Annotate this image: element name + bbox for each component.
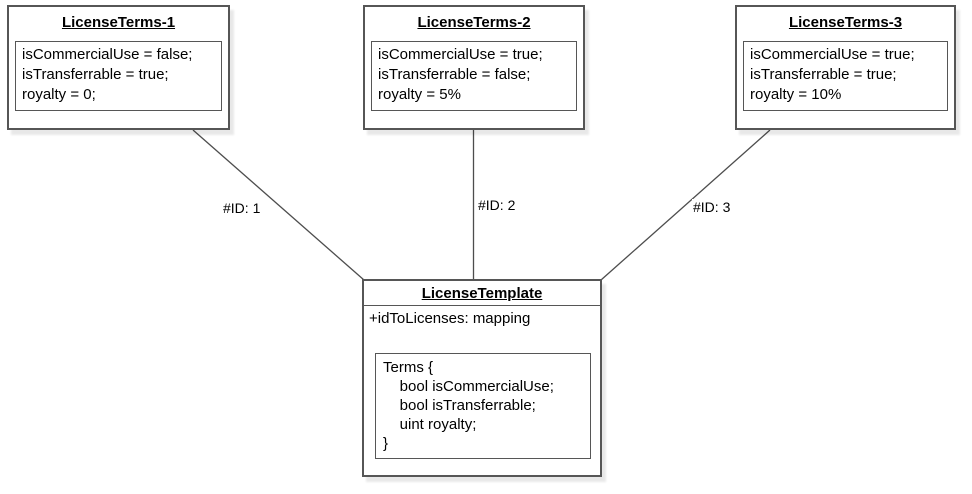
attribute-line: isCommercialUse = false; <box>22 46 193 63</box>
node-licenseterms-2[interactable]: LicenseTerms-2 isCommercialUse = true; i… <box>363 5 585 130</box>
edge-line-licenseterms1-licensetemplate[interactable] <box>192 129 365 281</box>
template-field: +idToLicenses: mapping <box>369 310 531 327</box>
node-licenseterms-1[interactable]: LicenseTerms-1 isCommercialUse = false; … <box>7 5 230 130</box>
attribute-line: royalty = 5% <box>378 86 461 103</box>
node-title: LicenseTemplate <box>364 281 600 306</box>
attribute-compartment: isCommercialUse = false; isTransferrable… <box>15 41 222 111</box>
struct-line: } <box>383 435 389 452</box>
attribute-line: isCommercialUse = true; <box>750 46 915 63</box>
attribute-line: isTransferrable = true; <box>750 66 897 83</box>
attribute-line: royalty = 10% <box>750 86 842 103</box>
edge-label-id-3: #ID: 3 <box>692 199 732 215</box>
attribute-compartment: isCommercialUse = true; isTransferrable … <box>743 41 948 111</box>
node-title: LicenseTerms-3 <box>788 14 903 31</box>
edge-label-id-2: #ID: 2 <box>477 197 517 213</box>
node-title: LicenseTerms-2 <box>417 14 531 31</box>
struct-line: uint royalty; <box>383 416 477 433</box>
attribute-line: isCommercialUse = true; <box>378 46 543 63</box>
node-title: LicenseTerms-1 <box>61 14 176 31</box>
attribute-line: royalty = 0; <box>22 86 96 103</box>
edge-label-id-1: #ID: 1 <box>222 200 262 216</box>
struct-line: bool isTransferrable; <box>383 397 536 414</box>
attribute-compartment: isCommercialUse = true; isTransferrable … <box>371 41 577 111</box>
attribute-line: isTransferrable = false; <box>378 66 531 83</box>
node-licenseterms-3[interactable]: LicenseTerms-3 isCommercialUse = true; i… <box>735 5 956 130</box>
node-licensetemplate[interactable]: LicenseTemplate +idToLicenses: mapping T… <box>362 279 602 477</box>
struct-line: Terms { <box>383 359 434 376</box>
struct-line: bool isCommercialUse; <box>383 378 554 395</box>
struct-compartment: Terms { bool isCommercialUse; bool isTra… <box>375 353 591 459</box>
edge-line-licenseterms3-licensetemplate[interactable] <box>600 129 771 281</box>
attribute-line: isTransferrable = true; <box>22 66 169 83</box>
